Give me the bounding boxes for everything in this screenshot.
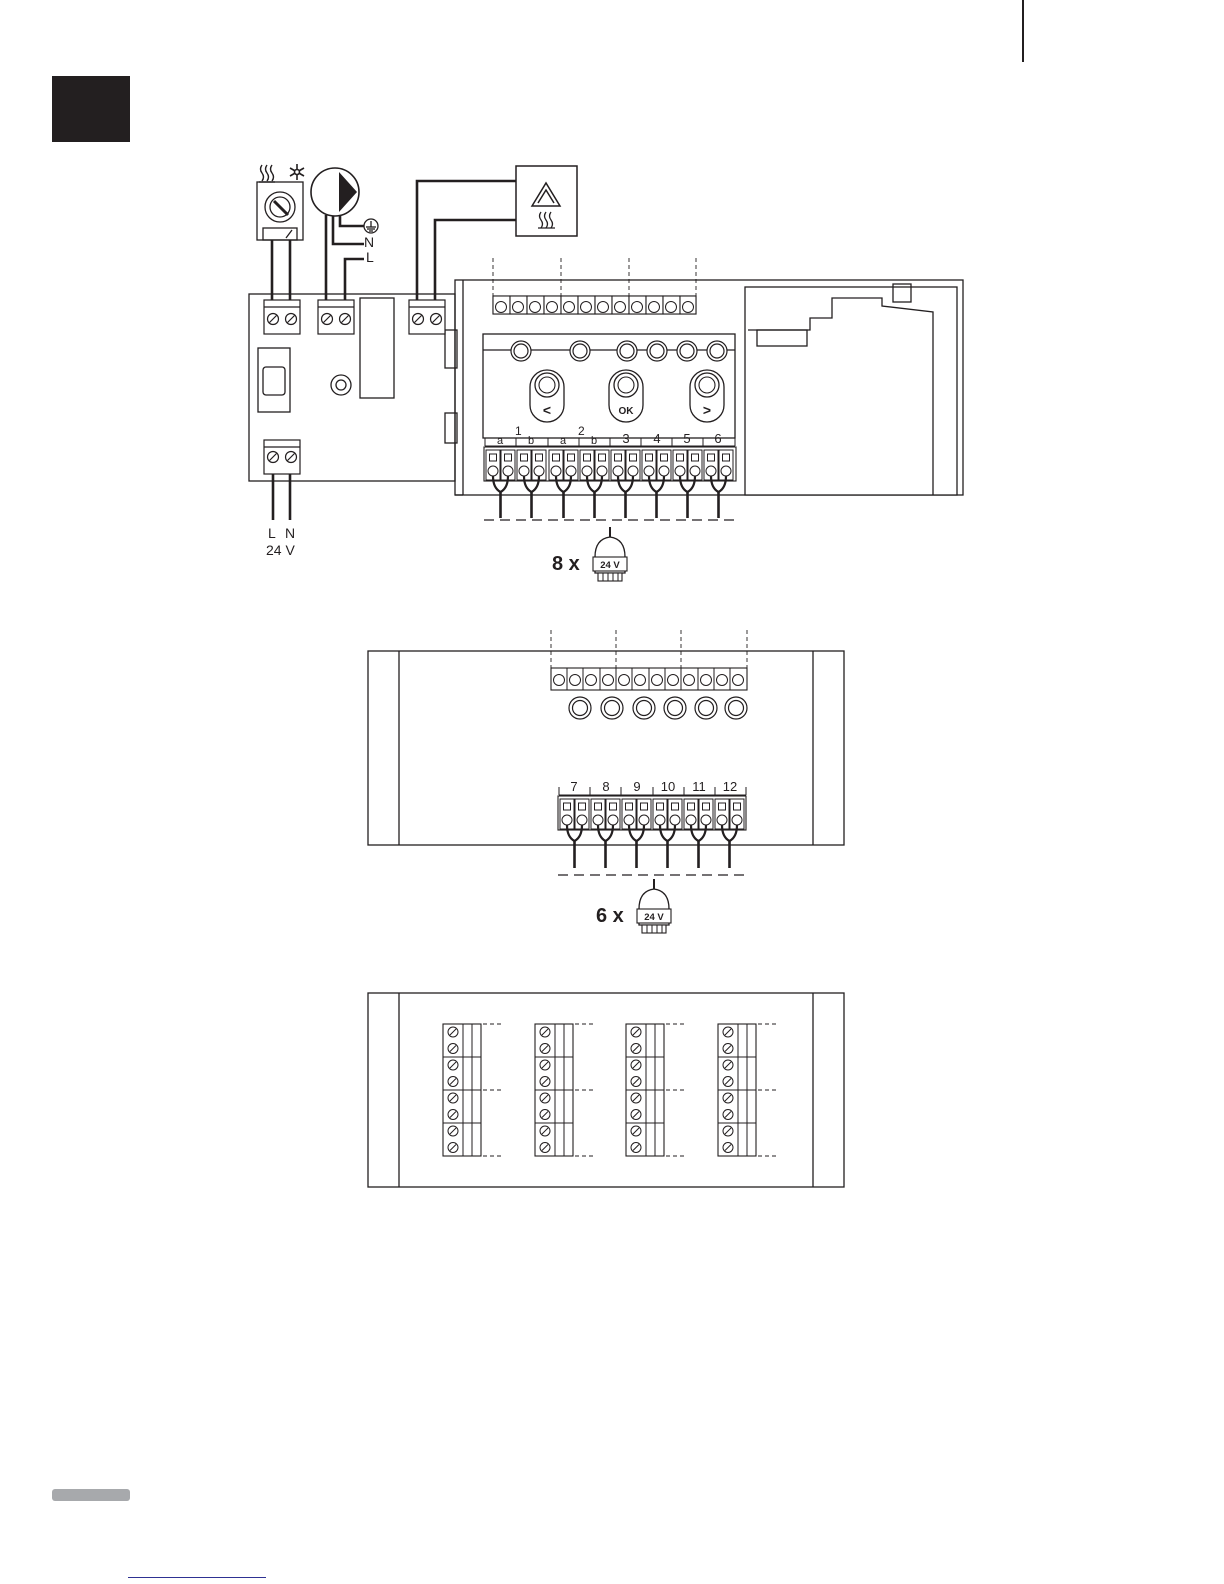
- actuator-voltage-slave: 24 V: [644, 912, 664, 923]
- zone-group-2-label: 2: [578, 424, 585, 438]
- actuator-terminal-pair: [653, 799, 682, 868]
- expansion-terminal-strip: [626, 1024, 684, 1156]
- zone-5-label: 5: [683, 431, 690, 446]
- snowflake-icon: [290, 164, 304, 180]
- master-zone-brackets: [485, 438, 735, 446]
- actuator-count-main: 8 x: [552, 553, 580, 575]
- power-l-label: L: [268, 525, 276, 541]
- actuator-terminal-pair: [622, 799, 651, 868]
- button-right[interactable]: >: [690, 370, 724, 422]
- slave-actuator-terminals: [558, 796, 746, 868]
- button-left-label: <: [543, 402, 551, 418]
- heat-waves-icon: [259, 165, 275, 182]
- actuator-terminal-pair: [715, 799, 744, 868]
- master-zone-labels: 1 2 a b a b 3 4 5 6: [497, 424, 722, 447]
- slave-leds: [569, 697, 747, 719]
- button-right-label: >: [703, 402, 711, 418]
- actuator-terminal-pair: [673, 450, 702, 518]
- heating-cooling-switch: [257, 182, 303, 240]
- zone-11-label: 11: [692, 779, 706, 794]
- master-top-connectors: [493, 258, 696, 314]
- earth-icon: [364, 219, 378, 233]
- expansion-terminal-strip: [443, 1024, 501, 1156]
- slave-zone-labels: 7 8 9 10 11 12: [570, 779, 737, 794]
- actuator-voltage-main: 24 V: [600, 560, 620, 571]
- actuator-terminal-pair: [560, 799, 589, 868]
- master-leds: [511, 341, 727, 361]
- actuator-terminal-pair: [580, 450, 609, 518]
- actuator-terminal-pair: [486, 450, 515, 518]
- zone-10-label: 10: [661, 779, 675, 794]
- zone-2b-label: b: [591, 435, 597, 447]
- power-n-label: N: [285, 525, 295, 541]
- zone-2a-label: a: [560, 435, 567, 447]
- zone-7-label: 7: [570, 779, 577, 794]
- thermal-actuator-icon: 24 V: [637, 879, 671, 933]
- thermal-actuator-icon: 24 V: [593, 527, 627, 581]
- actuator-terminal-pair: [704, 450, 733, 518]
- actuator-terminal-pair: [549, 450, 578, 518]
- slave-top-connectors: [551, 630, 747, 690]
- slave-zone-brackets: [559, 787, 746, 795]
- expansion-terminal-strip: [718, 1024, 776, 1156]
- zone-group-1-label: 1: [515, 424, 522, 438]
- boiler-icon: [516, 166, 577, 236]
- power-terminals: [264, 300, 445, 474]
- expansion-terminal-blocks: [443, 1024, 776, 1156]
- zone-12-label: 12: [723, 779, 737, 794]
- zone-9-label: 9: [633, 779, 640, 794]
- actuator-count-slave: 6 x: [596, 905, 624, 927]
- zone-6-label: 6: [714, 431, 721, 446]
- button-ok-label: OK: [619, 406, 635, 417]
- zone-8-label: 8: [602, 779, 609, 794]
- expansion-terminal-strip: [535, 1024, 593, 1156]
- master-actuator-terminals: [484, 447, 736, 518]
- zone-4-label: 4: [653, 431, 660, 446]
- button-ok[interactable]: OK: [609, 370, 643, 422]
- actuator-terminal-pair: [611, 450, 640, 518]
- actuator-terminal-pair: [517, 450, 546, 518]
- pump-n-label: N: [364, 234, 374, 250]
- actuator-terminal-pair: [642, 450, 671, 518]
- power-voltage-label: 24 V: [266, 542, 295, 558]
- actuator-terminal-pair: [591, 799, 620, 868]
- pump-icon: [311, 168, 359, 216]
- actuator-terminal-pair: [684, 799, 713, 868]
- pump-l-label: L: [366, 249, 374, 265]
- zone-1b-label: b: [528, 435, 534, 447]
- button-left[interactable]: <: [530, 370, 564, 422]
- zone-3-label: 3: [622, 431, 629, 446]
- zone-1a-label: a: [497, 435, 504, 447]
